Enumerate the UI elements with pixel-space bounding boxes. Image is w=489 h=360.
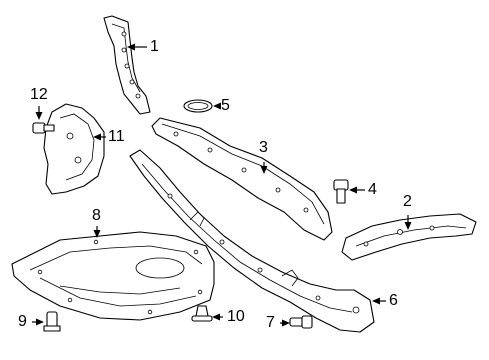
part-4-bolt	[333, 179, 349, 204]
part-5-ring	[183, 99, 213, 113]
callout-number-3: 3	[259, 139, 268, 156]
callout-number-5: 5	[221, 97, 230, 114]
part-7-bolt	[289, 315, 313, 329]
callout-number-10: 10	[227, 308, 245, 325]
callout-number-11: 11	[108, 128, 125, 145]
part-3-upper-cross-member	[151, 117, 333, 241]
callout-leaders	[32, 43, 412, 327]
part-6-lower-cross-member	[129, 149, 375, 333]
part-9-bolt	[43, 311, 61, 332]
callout-number-9: 9	[18, 313, 27, 330]
part-10-clip	[191, 305, 213, 322]
callout-number-7: 7	[266, 314, 275, 331]
callout-number-2: 2	[403, 193, 412, 210]
part-11-side-bracket	[43, 103, 105, 195]
callout-number-8: 8	[92, 207, 101, 224]
part-12-bolt	[32, 122, 55, 134]
part-8-under-cover	[11, 231, 215, 321]
callout-number-1: 1	[150, 38, 159, 55]
callout-number-6: 6	[389, 292, 398, 309]
callout-number-12: 12	[30, 86, 48, 103]
part-1-vertical-bracket	[103, 15, 151, 115]
part-2-right-bracket	[341, 213, 477, 261]
callout-number-4: 4	[368, 181, 377, 198]
